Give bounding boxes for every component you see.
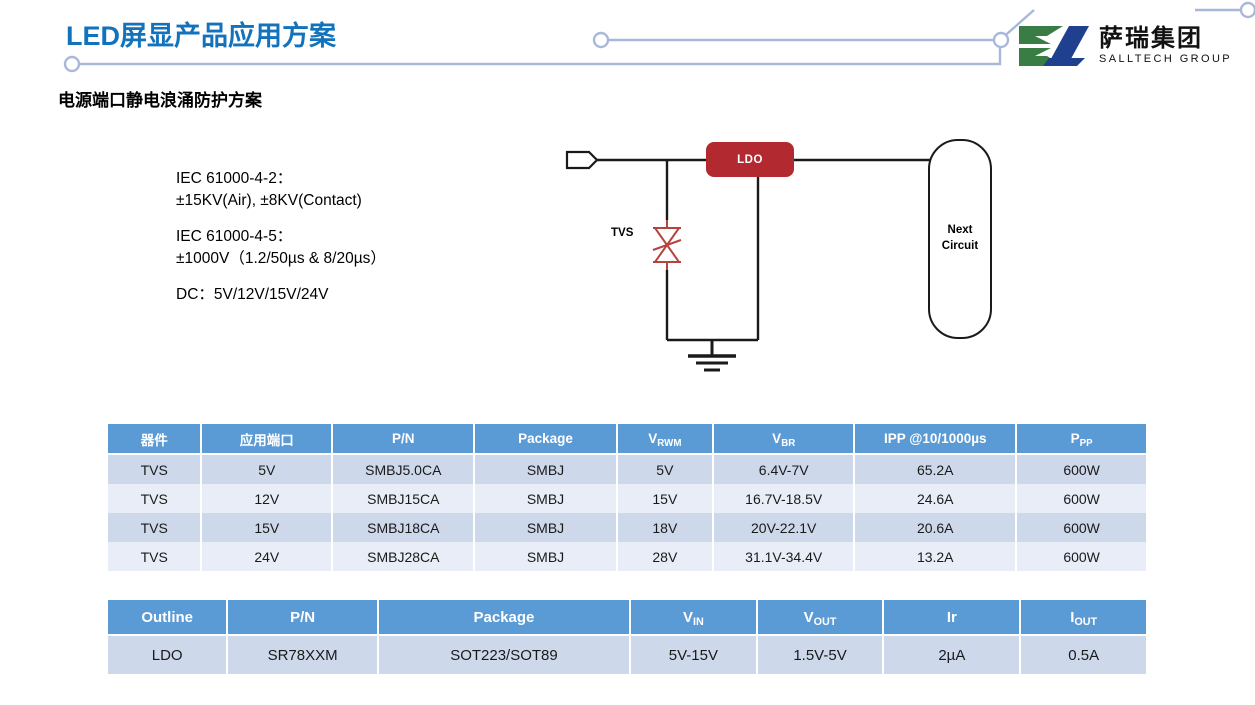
section-subtitle: 电源端口静电浪涌防护方案 [58, 91, 262, 110]
cell: SMBJ15CA [332, 484, 476, 513]
column-header: P/N [332, 424, 476, 455]
cell: 65.2A [854, 454, 1018, 484]
cell: 600W [1016, 454, 1146, 484]
table-row: TVS 24V SMBJ28CA SMBJ 28V 31.1V-34.4V 13… [108, 542, 1146, 571]
column-header: Package [474, 424, 618, 455]
cell: SMBJ18CA [332, 513, 476, 542]
cell: SMBJ [474, 454, 618, 484]
spec-line: ±15KV(Air), ±8KV(Contact) [176, 192, 362, 209]
spec-group-surge: IEC 61000-4-5： ±1000V（1.2/50µs & 8/20µs） [176, 226, 386, 270]
tvs-label: TVS [611, 227, 634, 239]
input-port-icon [565, 150, 599, 170]
tvs-spec-table: 器件 应用端口 P/N Package VRWM VBR IPP @10/100… [108, 424, 1146, 571]
column-header: Package [377, 600, 632, 636]
column-header: 器件 [108, 424, 203, 455]
column-header: VRWM [616, 424, 715, 455]
cell: 12V [201, 484, 334, 513]
cell: SMBJ28CA [332, 542, 476, 571]
cell: 20V-22.1V [713, 513, 856, 542]
cell: 5V [616, 454, 715, 484]
ldo-spec-table: Outline P/N Package VIN VOUT Ir IOUT LDO… [108, 600, 1146, 674]
logo-name-cn: 萨瑞集团 [1099, 25, 1203, 52]
cell: 15V [201, 513, 334, 542]
circuit-diagram: LDO Next Circuit TVS [550, 128, 1020, 383]
ldo-block-label: LDO [737, 153, 763, 166]
spec-line: DC：5V/12V/15V/24V [176, 286, 329, 303]
cell: SMBJ5.0CA [332, 454, 476, 484]
cell: 24V [201, 542, 334, 571]
cell: 5V-15V [630, 635, 758, 674]
cell: 5V [201, 454, 334, 484]
cell: 20.6A [854, 513, 1018, 542]
logo-text: 萨瑞集团 SALLTECH GROUP [1099, 27, 1232, 65]
cell: 6.4V-7V [713, 454, 856, 484]
cell: 13.2A [854, 542, 1018, 571]
cell: TVS [108, 513, 203, 542]
cell: 1.5V-5V [756, 635, 885, 674]
column-header: Ir [883, 600, 1022, 636]
table-row: TVS 12V SMBJ15CA SMBJ 15V 16.7V-18.5V 24… [108, 484, 1146, 513]
column-header: IOUT [1020, 600, 1146, 636]
cell: 24.6A [854, 484, 1018, 513]
table-header-row: Outline P/N Package VIN VOUT Ir IOUT [108, 600, 1146, 636]
ground-icon [688, 354, 736, 372]
ldo-block: LDO [706, 142, 794, 177]
column-header: Outline [108, 600, 229, 636]
column-header: VOUT [756, 600, 885, 636]
cell: SMBJ [474, 513, 618, 542]
table-row: TVS 15V SMBJ18CA SMBJ 18V 20V-22.1V 20.6… [108, 513, 1146, 542]
cell: SOT223/SOT89 [377, 635, 632, 674]
cell: 0.5A [1020, 635, 1146, 674]
cell: 600W [1016, 542, 1146, 571]
cell: 2µA [883, 635, 1022, 674]
column-header: P/N [227, 600, 379, 636]
salltech-logo-mark [1019, 26, 1089, 66]
spec-line: IEC 61000-4-2： [176, 170, 293, 187]
cell: 15V [616, 484, 715, 513]
cell: 600W [1016, 484, 1146, 513]
cell: TVS [108, 484, 203, 513]
circuit-schematic-svg [565, 150, 930, 372]
column-header: IPP @10/1000µs [854, 424, 1018, 455]
page-title: LED屏显产品应用方案 [66, 21, 336, 51]
table-row: TVS 5V SMBJ5.0CA SMBJ 5V 6.4V-7V 65.2A 6… [108, 454, 1146, 484]
tvs-diode-icon [652, 220, 682, 270]
company-logo: 萨瑞集团 SALLTECH GROUP [1017, 20, 1247, 72]
column-header: VIN [630, 600, 758, 636]
cell: 16.7V-18.5V [713, 484, 856, 513]
cell: LDO [108, 635, 229, 674]
cell: 600W [1016, 513, 1146, 542]
cell: 31.1V-34.4V [713, 542, 856, 571]
next-circuit-block: Next Circuit [928, 139, 992, 339]
cell: 28V [616, 542, 715, 571]
table-header-row: 器件 应用端口 P/N Package VRWM VBR IPP @10/100… [108, 424, 1146, 455]
cell: TVS [108, 542, 203, 571]
cell: SR78XXM [227, 635, 379, 674]
column-header: PPP [1016, 424, 1146, 455]
column-header: 应用端口 [201, 424, 334, 455]
cell: 18V [616, 513, 715, 542]
spec-group-esd: IEC 61000-4-2： ±15KV(Air), ±8KV(Contact) [176, 168, 386, 212]
spec-line: ±1000V（1.2/50µs & 8/20µs） [176, 250, 386, 267]
spec-line: IEC 61000-4-5： [176, 228, 293, 245]
cell: SMBJ [474, 484, 618, 513]
header-band: LED屏显产品应用方案 萨瑞集团 SALLTECH GROUP [0, 0, 1255, 82]
table-row: LDO SR78XXM SOT223/SOT89 5V-15V 1.5V-5V … [108, 635, 1146, 674]
spec-text-block: IEC 61000-4-2： ±15KV(Air), ±8KV(Contact)… [176, 168, 386, 306]
logo-name-en: SALLTECH GROUP [1099, 53, 1233, 65]
spec-group-dc: DC：5V/12V/15V/24V [176, 284, 386, 306]
next-circuit-label: Next Circuit [941, 224, 979, 252]
column-header: VBR [713, 424, 856, 455]
cell: TVS [108, 454, 203, 484]
cell: SMBJ [474, 542, 618, 571]
